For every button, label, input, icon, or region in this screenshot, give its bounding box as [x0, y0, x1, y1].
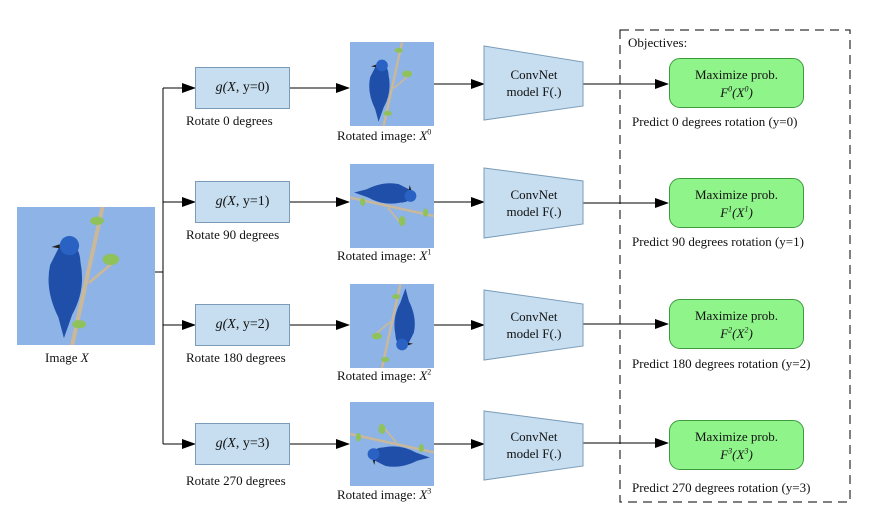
predict-label-2: Predict 180 degrees rotation (y=2) — [632, 356, 811, 371]
bird-picture-3 — [350, 402, 434, 486]
bird-picture-0 — [350, 42, 434, 126]
predict-label-3: Predict 270 degrees rotation (y=3) — [632, 480, 811, 495]
rotate-label-2: Rotate 180 degrees — [186, 350, 286, 365]
transform-box-1: g(X, y=1) — [195, 181, 290, 223]
bird-picture — [17, 207, 155, 345]
rotate-label-3: Rotate 270 degrees — [186, 473, 286, 488]
rotated-image-1 — [350, 164, 434, 248]
input-image-label: Image X — [45, 350, 89, 365]
rotate-label-1: Rotate 90 degrees — [186, 227, 280, 242]
objectives-frame — [619, 29, 851, 503]
objective-box-3: Maximize prob. F3(X3) — [669, 420, 804, 470]
convnet-shapes — [483, 45, 584, 481]
transform-box-2: g(X, y=2) — [195, 304, 290, 346]
rotated-image-label-0: Rotated image: X0 — [337, 127, 432, 143]
bird-picture-1 — [350, 164, 434, 248]
objective-box-0: Maximize prob. F0(X0) — [669, 58, 804, 108]
transform-box-0: g(X, y=0) — [195, 67, 290, 109]
objectives-title: Objectives: — [628, 35, 688, 50]
transform-box-3: g(X, y=3) — [195, 423, 290, 465]
rotate-label-0: Rotate 0 degrees — [186, 113, 273, 128]
rotated-image-label-3: Rotated image: X3 — [337, 486, 432, 502]
input-symbol: X — [80, 350, 89, 365]
rotated-image-0 — [350, 42, 434, 126]
rotated-image-2 — [350, 284, 434, 368]
predict-label-1: Predict 90 degrees rotation (y=1) — [632, 234, 804, 249]
objective-box-2: Maximize prob. F2(X2) — [669, 299, 804, 349]
rotated-image-label-2: Rotated image: X2 — [337, 367, 432, 383]
rotated-image-label-1: Rotated image: X1 — [337, 247, 432, 263]
row-arrows — [163, 79, 669, 449]
predict-label-0: Predict 0 degrees rotation (y=0) — [632, 114, 798, 129]
objective-box-1: Maximize prob. F1(X1) — [669, 178, 804, 228]
input-image — [17, 207, 155, 345]
rotated-image-3 — [350, 402, 434, 486]
bird-picture-2 — [350, 284, 434, 368]
